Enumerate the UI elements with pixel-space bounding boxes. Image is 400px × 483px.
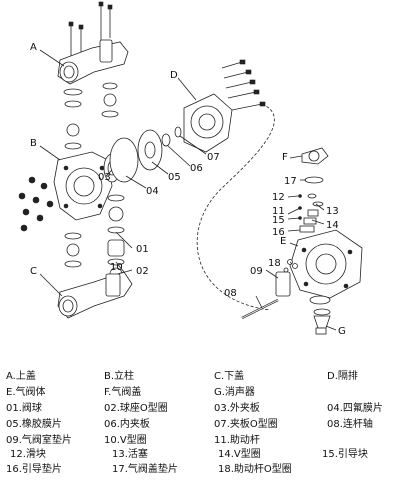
- legend-item: 12.滑块: [10, 449, 46, 460]
- legend-item: G.消声器: [214, 387, 255, 398]
- callout-c: C: [30, 266, 37, 277]
- callout-10: 10: [110, 262, 123, 273]
- legend-item: 10.V型圈: [104, 435, 147, 446]
- legend-row: E.气阀体 F.气阀盖 G.消声器: [0, 386, 400, 400]
- callout-12: 12: [272, 192, 285, 203]
- legend-row: 05.橡胶膜片 06.内夹板 07.夹板O型圈 08.连杆轴: [0, 418, 400, 432]
- callout-18: 18: [268, 258, 281, 269]
- callout-g: G: [338, 326, 346, 337]
- air-valve-body-e: [289, 229, 363, 299]
- callout-d: D: [170, 70, 178, 81]
- legend-row: 16.引导垫片 17.气阀盖垫片 18.助动杆O型圈: [0, 463, 400, 477]
- legend-item: 14.V型圈: [218, 449, 261, 460]
- callout-f: F: [282, 152, 288, 163]
- callout-07: 07: [207, 152, 220, 163]
- legend-item: 07.夹板O型圈: [214, 419, 278, 430]
- bottom-orings: [309, 295, 331, 316]
- callout-05: 05: [168, 172, 181, 183]
- legend-item: 05.橡胶膜片: [6, 419, 62, 430]
- valve-stack-parts: [298, 176, 324, 233]
- callout-09: 09: [250, 266, 263, 277]
- parts-legend: A.上盖 B.立柱 C.下盖 D.隔排 E.气阀体 F.气阀盖 G.消声器 01…: [0, 368, 400, 480]
- callout-08: 08: [224, 288, 237, 299]
- upper-manifold-a: [57, 39, 129, 85]
- legend-item: 18.助动杆O型圈: [218, 464, 292, 475]
- legend-item: D.隔排: [327, 371, 358, 382]
- lower-manifold-c: [57, 271, 133, 319]
- muffler-g: [313, 315, 331, 335]
- callout-06: 06: [190, 163, 203, 174]
- valve-gasket-09: [275, 271, 291, 297]
- legend-item: F.气阀盖: [104, 387, 142, 398]
- plate-oring-07: [174, 126, 182, 138]
- legend-item: C.下盖: [214, 371, 245, 382]
- callout-labels: A B C D E F G 01 02 03 04 05 06 07 08 09…: [30, 42, 346, 337]
- legend-item: 11.助动杆: [214, 435, 260, 446]
- legend-item: 09.气阀室垫片: [6, 435, 72, 446]
- connecting-rod-08: [241, 299, 279, 319]
- ptfe-diaphragm-04: [109, 137, 139, 183]
- legend-item: 02.球座O型圈: [104, 403, 168, 414]
- legend-item: 17.气阀盖垫片: [112, 464, 178, 475]
- callout-17: 17: [284, 176, 297, 187]
- legend-item: 13.活塞: [112, 449, 148, 460]
- legend-item: 03.外夹板: [214, 403, 260, 414]
- legend-item: B.立柱: [104, 371, 135, 382]
- exploded-view-diagram: A B C D E F G 01 02 03 04 05 06 07 08 09…: [18, 1, 363, 337]
- callout-02: 02: [136, 266, 149, 277]
- callout-11: 11: [272, 206, 285, 217]
- legend-row: 01.阀球 02.球座O型圈 03.外夹板 04.四氟膜片: [0, 402, 400, 416]
- legend-row: 12.滑块 13.活塞 14.V型圈 15.引导块: [0, 448, 400, 462]
- callout-04: 04: [146, 186, 159, 197]
- rubber-diaphragm-05: [137, 129, 163, 171]
- side-nuts: [18, 176, 54, 232]
- legend-item: E.气阀体: [6, 387, 46, 398]
- callout-03: 03: [98, 172, 111, 183]
- callout-01: 01: [136, 244, 149, 255]
- legend-item: 15.引导块: [322, 449, 368, 460]
- legend-item: 04.四氟膜片: [327, 403, 383, 414]
- middle-body-b: [53, 151, 113, 221]
- dashed-assembly-curve: [196, 103, 275, 311]
- callout-13: 13: [326, 206, 339, 217]
- legend-item: A.上盖: [6, 371, 36, 382]
- callout-15: 15: [272, 215, 285, 226]
- callout-14: 14: [326, 220, 339, 231]
- leader-lines: [39, 49, 337, 331]
- legend-item: 06.内夹板: [104, 419, 150, 430]
- legend-item: 16.引导垫片: [6, 464, 62, 475]
- left-column-parts: [63, 88, 83, 268]
- air-valve-cap-f: [301, 147, 329, 165]
- callout-e: E: [280, 236, 286, 247]
- callout-a: A: [30, 42, 37, 53]
- callout-16: 16: [272, 227, 285, 238]
- legend-item: 08.连杆轴: [327, 419, 373, 430]
- legend-item: 01.阀球: [6, 403, 42, 414]
- legend-row: 09.气阀室垫片 10.V型圈 11.助动杆: [0, 434, 400, 448]
- callout-b: B: [30, 138, 37, 149]
- end-cap-d: [183, 59, 266, 153]
- legend-row: A.上盖 B.立柱 C.下盖 D.隔排: [0, 370, 400, 384]
- inner-plate-06: [161, 133, 171, 147]
